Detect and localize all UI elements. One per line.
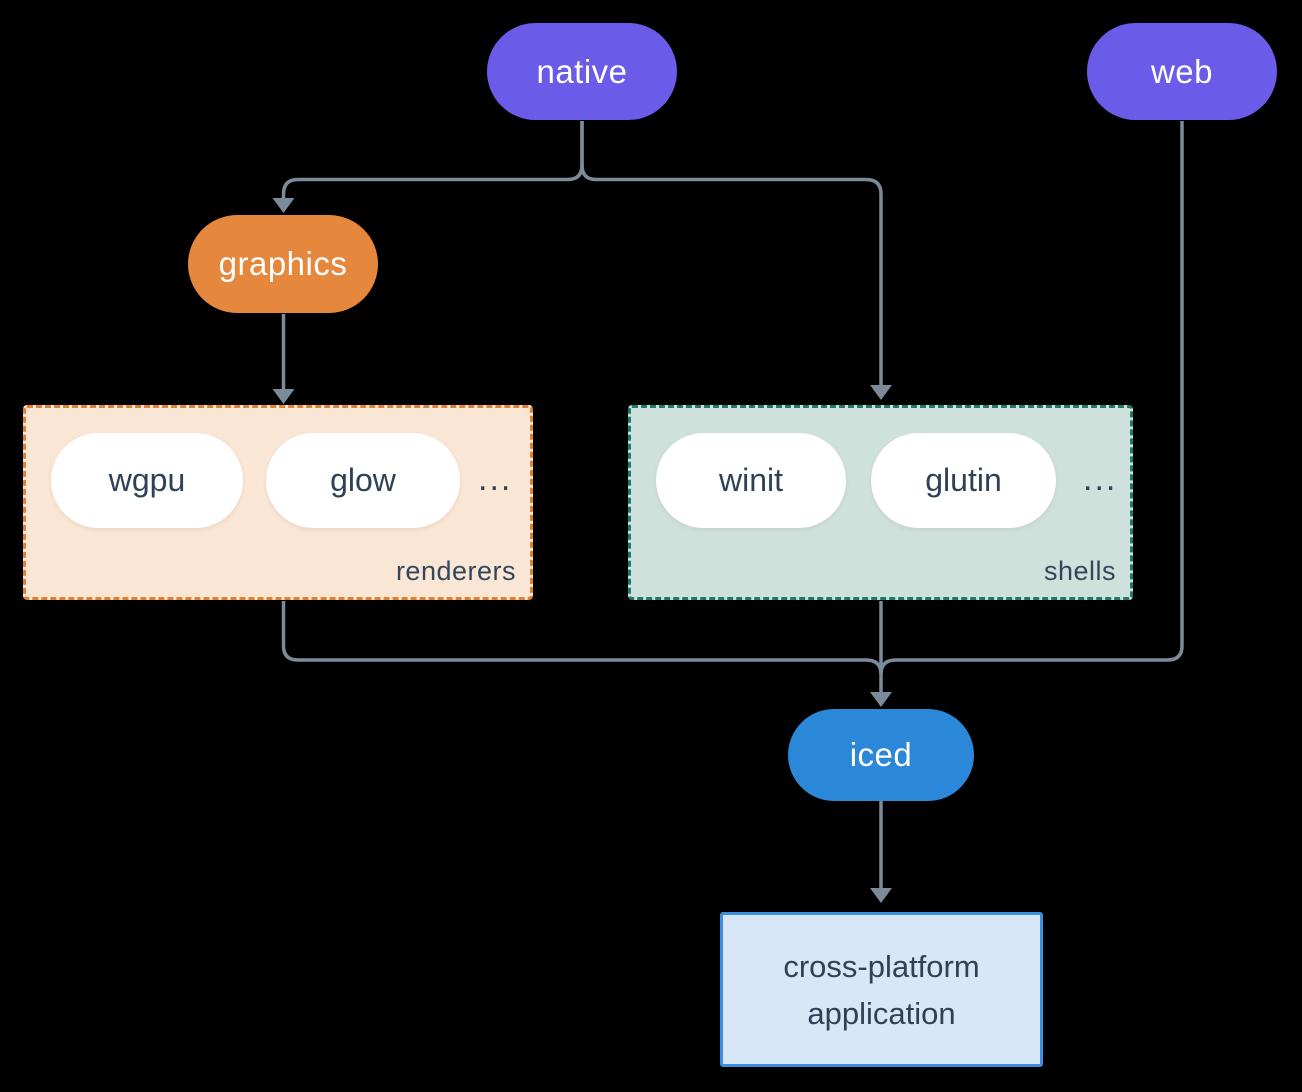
node-native-label: native xyxy=(536,52,628,90)
node-glow: glow xyxy=(266,433,460,528)
arrowhead-graphics xyxy=(272,198,295,213)
edge-renderers-to-merge xyxy=(281,601,883,675)
app-label-line2: application xyxy=(807,995,956,1031)
arrowhead-iced xyxy=(870,692,892,707)
node-graphics: graphics xyxy=(188,215,378,313)
shells-group-label: shells xyxy=(1043,556,1116,586)
node-winit: winit xyxy=(656,433,846,528)
renderers-ellipsis: ... xyxy=(478,460,513,498)
arrowhead-shells xyxy=(870,385,892,400)
node-glutin: glutin xyxy=(871,433,1056,528)
app-label-line1: cross-platform xyxy=(783,948,980,984)
node-native: native xyxy=(487,23,677,120)
edge-native-to-graphics xyxy=(281,121,584,198)
node-web-label: web xyxy=(1150,52,1214,90)
shells-ellipsis: ... xyxy=(1083,460,1118,498)
node-wgpu: wgpu xyxy=(51,433,243,528)
node-winit-label: winit xyxy=(718,462,783,498)
node-cross-platform-application: cross-platform application xyxy=(720,912,1043,1067)
node-graphics-label: graphics xyxy=(218,245,348,282)
node-glow-label: glow xyxy=(330,462,396,498)
edge-native-to-shells xyxy=(580,121,883,385)
arrowhead-app xyxy=(870,888,892,903)
node-iced-label: iced xyxy=(849,736,913,773)
group-shells: winit glutin ... shells xyxy=(628,405,1133,600)
node-wgpu-label: wgpu xyxy=(108,462,186,498)
node-web: web xyxy=(1087,23,1277,120)
renderers-group-label: renderers xyxy=(395,556,516,586)
group-renderers: wgpu glow ... renderers xyxy=(23,405,533,600)
node-iced: iced xyxy=(788,709,974,801)
arrowhead-renderers xyxy=(272,389,295,404)
node-glutin-label: glutin xyxy=(925,462,1002,498)
